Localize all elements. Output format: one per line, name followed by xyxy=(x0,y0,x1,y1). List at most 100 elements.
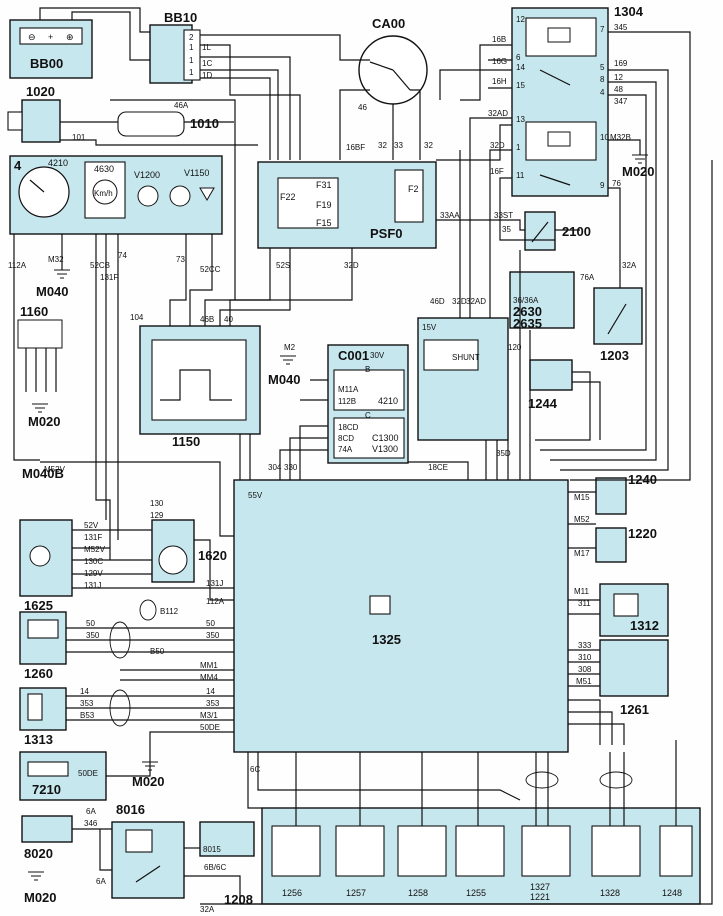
svg-text:32D: 32D xyxy=(490,141,505,150)
svg-text:15: 15 xyxy=(516,81,525,90)
2630-2635-component: 36/36A 2630 2635 xyxy=(509,271,575,331)
svg-text:1D: 1D xyxy=(202,71,212,80)
label-8020: 8020 xyxy=(24,846,53,861)
label-4630: 4630 xyxy=(94,164,114,174)
wire-labels: 1L 1C 1D 46A 101 46 16BF 32 33 32 33AA 3… xyxy=(8,23,637,914)
label-112b: 112B xyxy=(338,397,356,406)
svg-text:130: 130 xyxy=(150,499,164,508)
svg-text:52V: 52V xyxy=(84,521,99,530)
svg-text:46: 46 xyxy=(358,103,367,112)
bb00-battery: ⊖+⊕ BB00 xyxy=(9,19,93,79)
svg-text:M52V: M52V xyxy=(44,465,66,474)
label-1312: 1312 xyxy=(630,618,659,633)
label-v1150: V1150 xyxy=(184,168,209,178)
label-1327: 1327 xyxy=(530,882,550,892)
1240-component: 1240 xyxy=(595,472,657,515)
label-2100: 2100 xyxy=(562,224,591,239)
label-1203: 1203 xyxy=(600,348,629,363)
label-8015: 8015 xyxy=(203,845,221,854)
label-m2: M2 xyxy=(284,343,296,352)
1203-switch: 1203 xyxy=(593,287,643,363)
1620-component: 1620 xyxy=(151,519,227,583)
svg-text:52CB: 52CB xyxy=(90,261,110,270)
svg-text:346: 346 xyxy=(84,819,98,828)
svg-text:M52V: M52V xyxy=(84,545,106,554)
label-55v: 55V xyxy=(248,491,263,500)
label-shunt: SHUNT xyxy=(452,353,480,362)
label-m11a: M11A xyxy=(338,385,359,394)
1020-component: 1020 xyxy=(7,84,61,143)
svg-text:330: 330 xyxy=(284,463,298,472)
label-m020-d: M020 xyxy=(24,890,57,905)
svg-text:1L: 1L xyxy=(202,43,211,52)
svg-text:16G: 16G xyxy=(492,57,507,66)
svg-text:120: 120 xyxy=(508,343,522,352)
svg-text:32: 32 xyxy=(378,141,387,150)
svg-text:50: 50 xyxy=(86,619,95,628)
label-1328: 1328 xyxy=(600,888,620,898)
label-m040b: M040B xyxy=(22,466,64,481)
svg-text:46B: 46B xyxy=(200,315,214,324)
label-1248: 1248 xyxy=(662,888,682,898)
svg-text:76A: 76A xyxy=(580,273,595,282)
c001-connector: C001 30V B M11A 112B 4210 C 18CD 8CD 74A… xyxy=(327,344,409,464)
label-1020: 1020 xyxy=(26,84,55,99)
svg-text:350: 350 xyxy=(86,631,100,640)
label-row-c: C xyxy=(365,411,371,420)
svg-text:B53: B53 xyxy=(80,711,95,720)
svg-text:MM1: MM1 xyxy=(200,661,218,670)
label-1208: 1208 xyxy=(224,892,253,907)
svg-text:⊖: ⊖ xyxy=(28,32,36,42)
svg-text:6A: 6A xyxy=(86,807,96,816)
svg-text:32D: 32D xyxy=(344,261,359,270)
1220-component: 1220 xyxy=(595,526,657,563)
actuator-1327-1221: 1327 1221 xyxy=(521,825,571,902)
label-psf0: PSF0 xyxy=(370,226,403,241)
svg-text:13: 13 xyxy=(516,115,525,124)
svg-text:40: 40 xyxy=(224,315,233,324)
ground-symbols: M040 M2 M040 M040B M020 M020 M020 M020 xyxy=(22,154,655,905)
svg-text:M3/1: M3/1 xyxy=(200,711,218,720)
svg-text:32AD: 32AD xyxy=(488,109,508,118)
svg-text:101: 101 xyxy=(72,133,86,142)
label-1220: 1220 xyxy=(628,526,657,541)
label-1260: 1260 xyxy=(24,666,53,681)
svg-text:B112: B112 xyxy=(160,607,179,616)
svg-text:4: 4 xyxy=(600,88,605,97)
1312-component: 1312 xyxy=(599,583,669,637)
svg-text:M17: M17 xyxy=(574,549,590,558)
svg-text:11: 11 xyxy=(516,171,525,180)
label-4210-b: 4210 xyxy=(378,396,398,406)
svg-text:130C: 130C xyxy=(84,557,103,566)
svg-text:16BF: 16BF xyxy=(346,143,365,152)
svg-text:104: 104 xyxy=(130,313,144,322)
svg-text:6B/6C: 6B/6C xyxy=(204,863,226,872)
svg-text:347: 347 xyxy=(614,97,628,106)
svg-text:1C: 1C xyxy=(202,59,212,68)
svg-text:333: 333 xyxy=(578,641,592,650)
svg-text:MM4: MM4 xyxy=(200,673,218,682)
svg-text:7: 7 xyxy=(600,25,605,34)
svg-text:310: 310 xyxy=(578,653,592,662)
svg-text:32A: 32A xyxy=(200,905,215,914)
svg-text:33AA: 33AA xyxy=(440,211,460,220)
label-1625: 1625 xyxy=(24,598,53,613)
label-1620: 1620 xyxy=(198,548,227,563)
actuator-1258: 1258 xyxy=(397,825,447,898)
svg-text:353: 353 xyxy=(206,699,220,708)
svg-text:52S: 52S xyxy=(276,261,290,270)
svg-text:16B: 16B xyxy=(492,35,506,44)
label-30v: 30V xyxy=(370,351,385,360)
svg-text:311: 311 xyxy=(578,599,591,608)
svg-text:18CE: 18CE xyxy=(428,463,448,472)
label-1261: 1261 xyxy=(620,702,649,717)
svg-text:M32B: M32B xyxy=(610,133,631,142)
svg-text:131J: 131J xyxy=(206,579,223,588)
actuator-1248: 1248 xyxy=(659,825,693,898)
label-1304: 1304 xyxy=(614,4,644,19)
label-1256: 1256 xyxy=(282,888,302,898)
svg-text:112A: 112A xyxy=(206,597,225,606)
actuator-1255: 1255 xyxy=(455,825,505,898)
